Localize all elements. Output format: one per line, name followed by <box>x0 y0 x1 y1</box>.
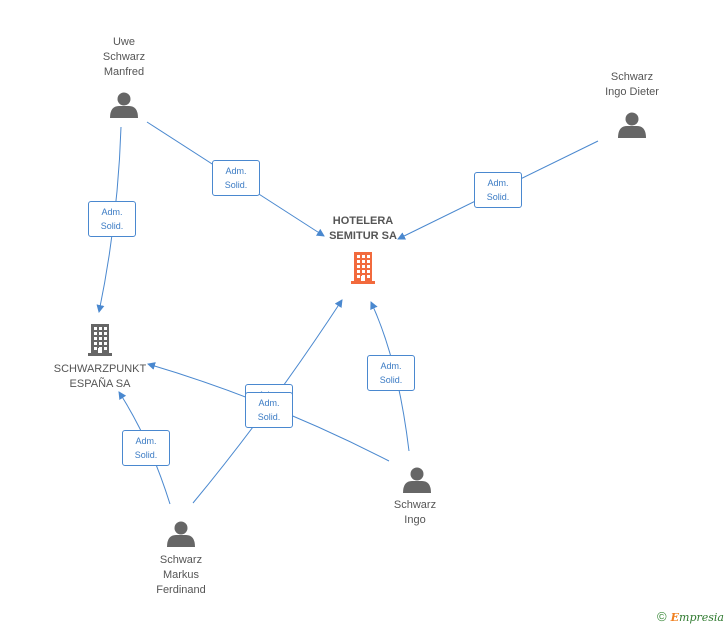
edge-label-line: Solid. <box>379 375 403 385</box>
building-icon-hotelera[interactable] <box>351 252 375 284</box>
node-label-ingo_dieter[interactable]: Schwarz Ingo Dieter <box>605 71 659 98</box>
edge-label-line: Adm. <box>258 398 280 408</box>
edge-label-line: Adm. <box>225 166 247 176</box>
edge-label-uwe-to-schwarzpunkt[interactable]: Adm. Solid. <box>88 201 136 237</box>
edge-label-ingo_dieter-to-hotelera[interactable]: Adm. Solid. <box>474 172 522 208</box>
edge-label-line: Solid. <box>224 180 248 190</box>
edge-label-line: Adm. <box>487 178 509 188</box>
edge-label-line: Solid. <box>100 221 124 231</box>
person-icon-uwe[interactable] <box>110 92 138 119</box>
edge-label-line: Solid. <box>257 412 281 422</box>
footer-credit: ©Empresia <box>657 609 724 624</box>
node-label-markus[interactable]: Schwarz Markus Ferdinand <box>156 554 206 596</box>
node-label-uwe[interactable]: Uwe Schwarz Manfred <box>102 36 146 78</box>
edge-label-line: Solid. <box>486 192 510 202</box>
node-label-schwarzpunkt[interactable]: SCHWARZPUNKT ESPAÑA SA <box>53 363 147 390</box>
edge-label-line: Adm. <box>135 436 157 446</box>
edge-label-line: Adm. <box>101 207 123 217</box>
edge-label-markus-to-schwarzpunkt[interactable]: Adm. Solid. <box>122 430 170 466</box>
empresia-logo[interactable]: Empresia <box>670 611 724 624</box>
person-icon-ingo_dieter[interactable] <box>618 112 646 139</box>
node-label-hotelera[interactable]: HOTELERA SEMITUR SA <box>329 215 397 242</box>
edge-label-ingo-to-hotelera[interactable]: Adm. Solid. <box>367 355 415 391</box>
person-icon-ingo[interactable] <box>403 467 431 494</box>
edge-label-line: Adm. <box>380 361 402 371</box>
node-label-ingo[interactable]: Schwarz Ingo <box>393 499 437 526</box>
copyright-symbol: © <box>657 609 667 624</box>
edge-label-uwe-to-hotelera[interactable]: Adm. Solid. <box>212 160 260 196</box>
edge-label-line: Solid. <box>134 450 158 460</box>
building-icon-schwarzpunkt[interactable] <box>88 324 112 356</box>
edge-label-markus-to-hotelera[interactable]: Adm. Solid. <box>245 392 293 428</box>
person-icon-markus[interactable] <box>167 521 195 548</box>
